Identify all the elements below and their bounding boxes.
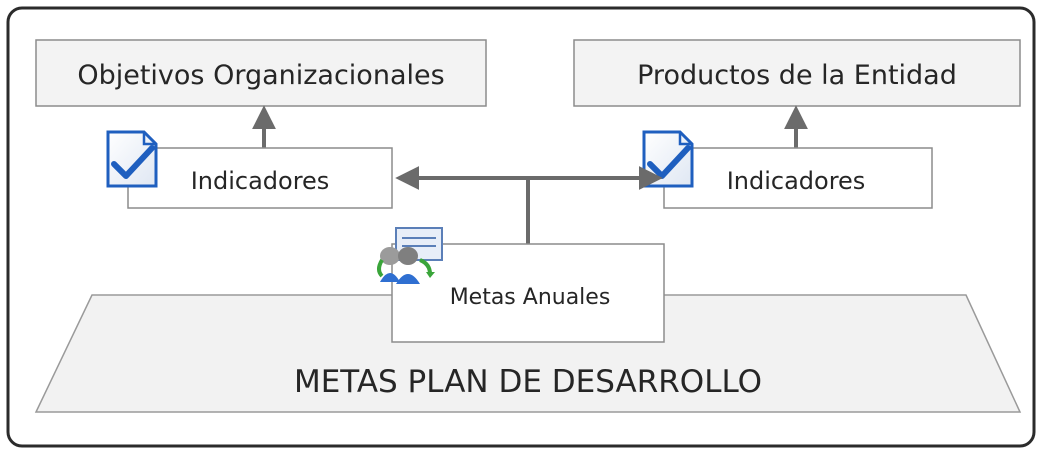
indicators-box-left: Indicadores: [127, 147, 393, 209]
indicators-label-left: Indicadores: [191, 167, 330, 195]
annual-goals-label: Metas Anuales: [450, 285, 611, 310]
development-plan-label: METAS PLAN DE DESARROLLO: [294, 364, 762, 400]
indicators-box-right: Indicadores: [663, 147, 933, 209]
products-box: Productos de la Entidad: [573, 39, 1021, 107]
products-label: Productos de la Entidad: [637, 60, 957, 91]
team-goals-icon: [377, 227, 443, 284]
objectives-box: Objetivos Organizacionales: [35, 39, 487, 107]
objectives-label: Objetivos Organizacionales: [77, 60, 444, 91]
indicators-label-right: Indicadores: [727, 167, 866, 195]
development-plan-platform: METAS PLAN DE DESARROLLO: [34, 294, 1022, 413]
checkmark-document-icon: [106, 130, 158, 188]
